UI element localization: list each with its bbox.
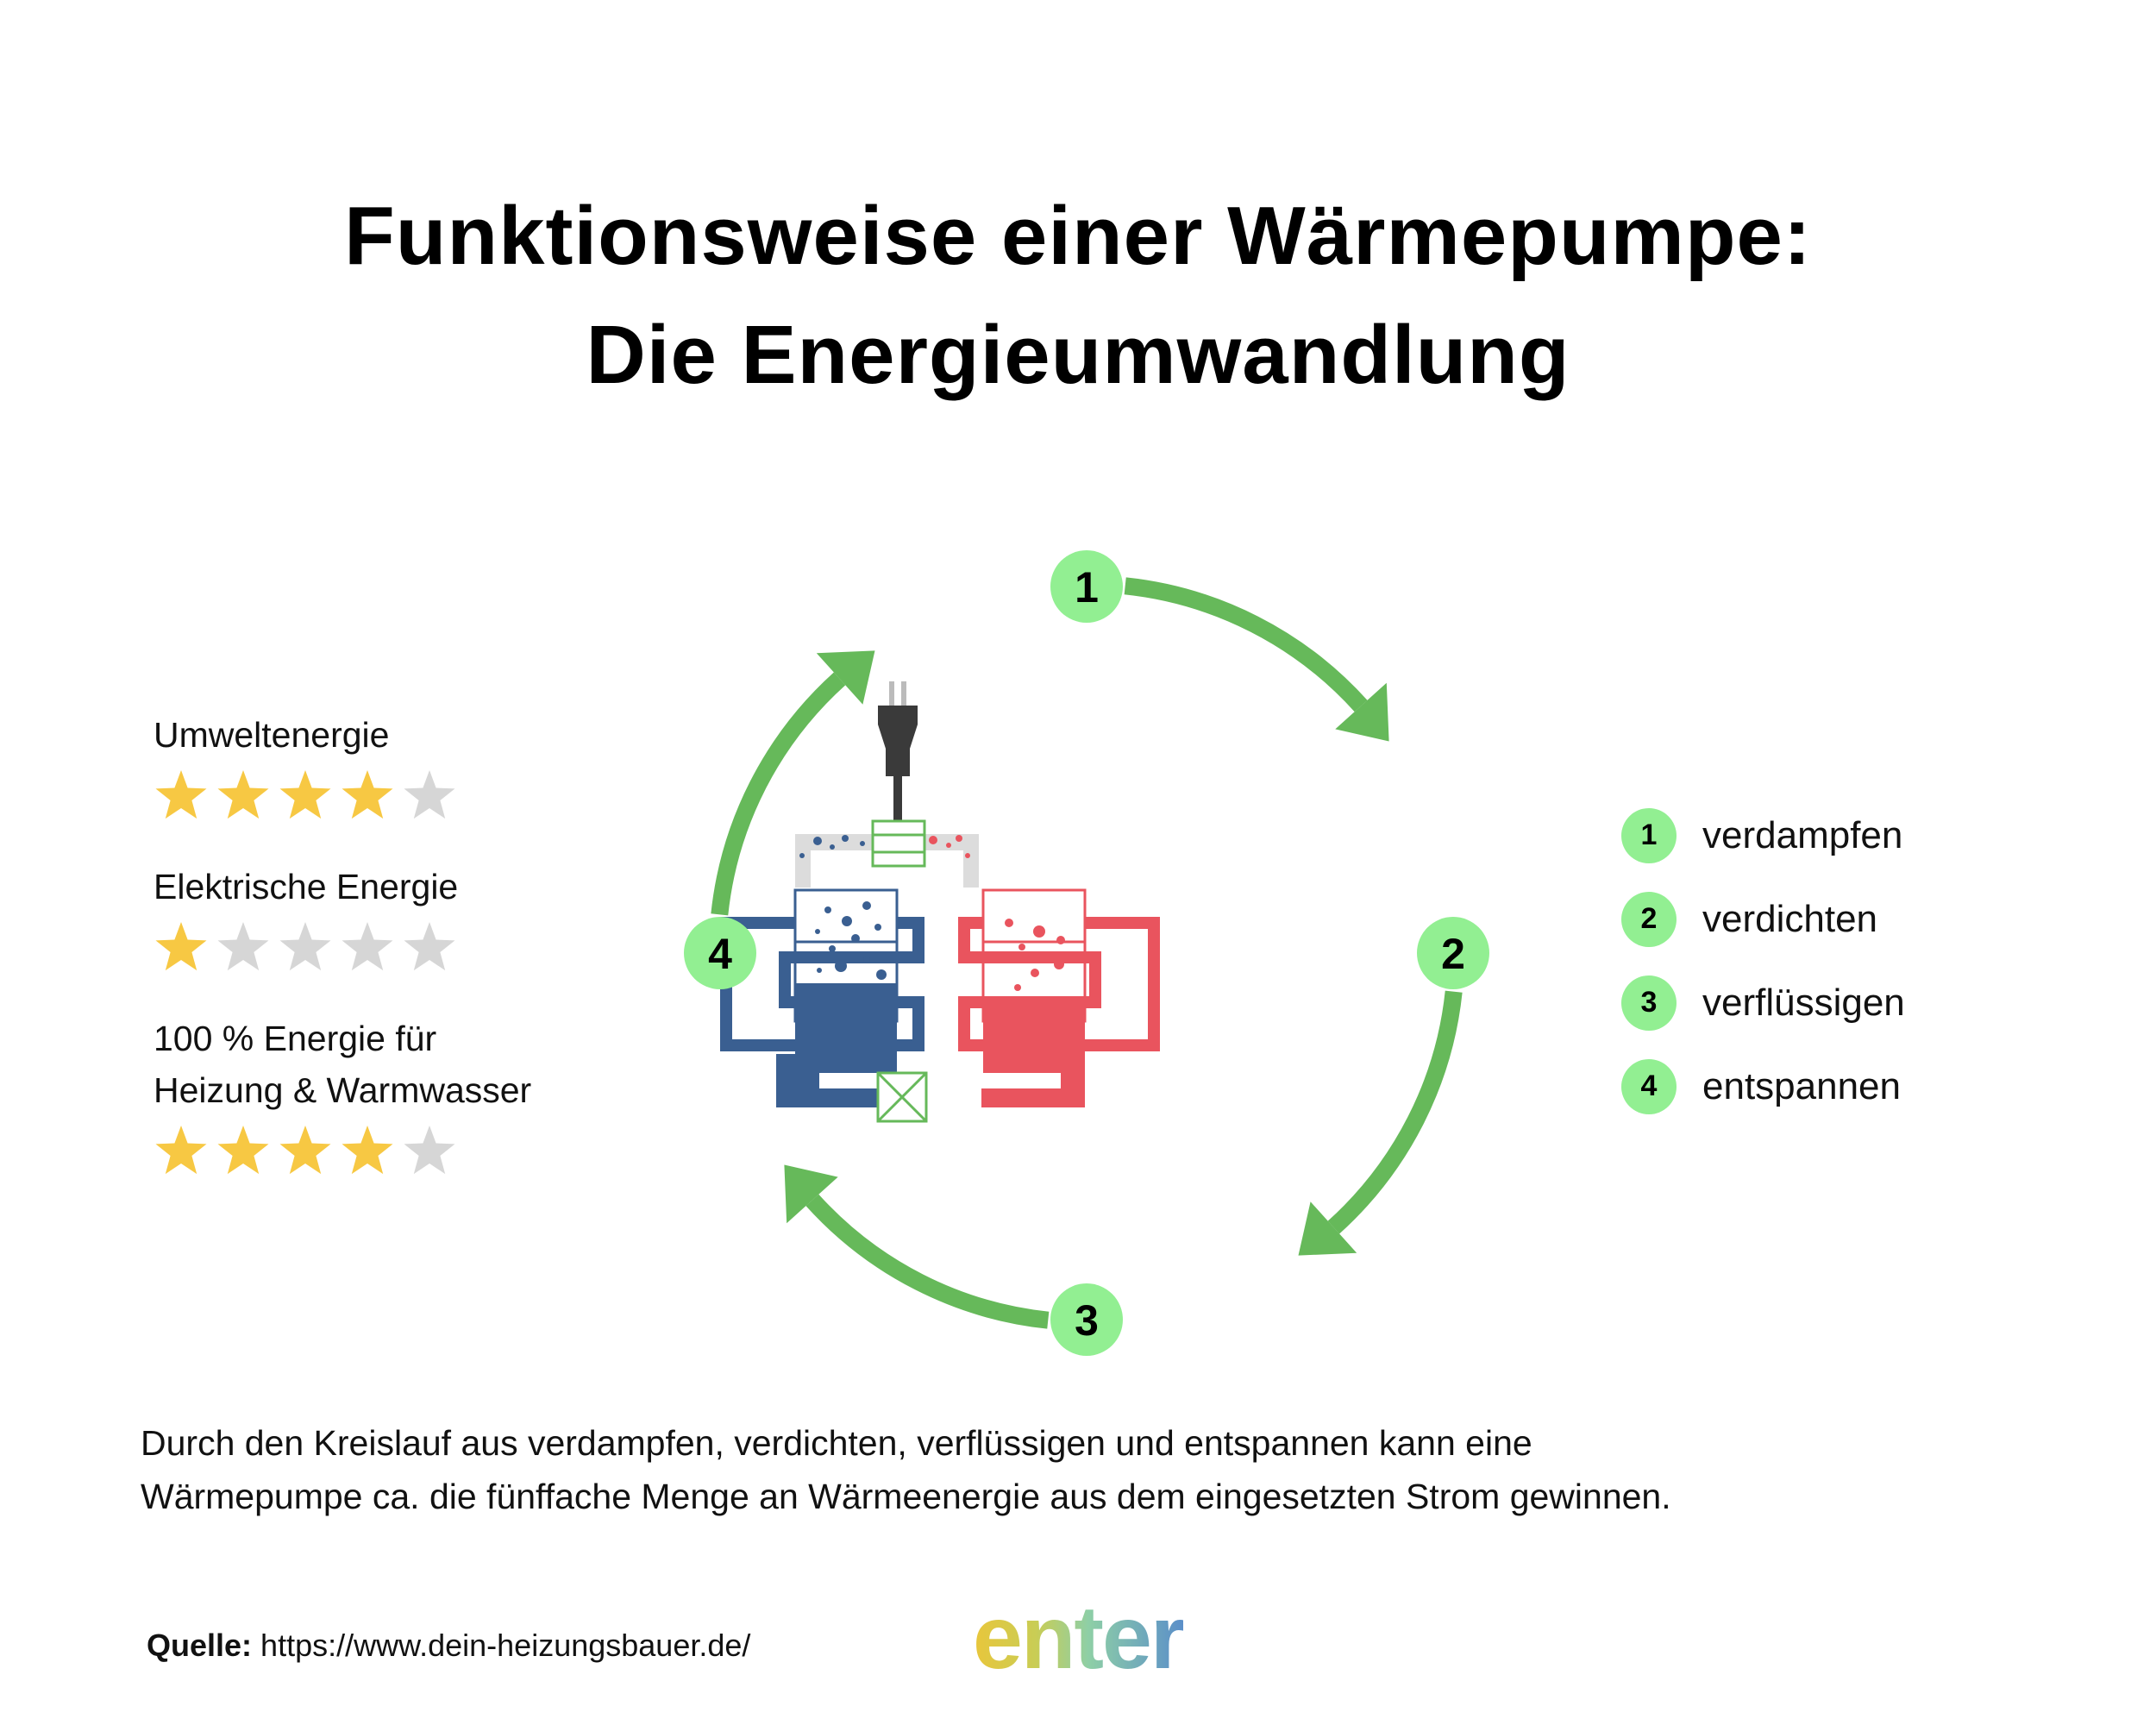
legend-badge: 3 (1621, 975, 1677, 1031)
step-badge-1-number: 1 (1075, 563, 1099, 612)
rating-label-line-2: Heizung & Warmwasser (154, 1070, 532, 1110)
condenser-icon (958, 888, 1160, 1107)
summary-line-1: Durch den Kreislauf aus verdampfen, verd… (141, 1423, 1532, 1463)
star-filled-icon (342, 1126, 393, 1175)
power-plug-icon (878, 681, 918, 825)
legend-item-verfluessigen: 3 verflüssigen (1621, 961, 1905, 1044)
legend-badge: 4 (1621, 1058, 1677, 1114)
cycle-arrowhead (1335, 682, 1389, 742)
step-badge-2: 2 (1417, 917, 1489, 989)
compressor-icon (871, 819, 926, 868)
star-empty-icon (404, 1126, 455, 1175)
star-rating (154, 1123, 531, 1178)
expansion-valve-icon (876, 1071, 928, 1123)
cycle-arrowhead (784, 1164, 838, 1224)
source-key: Quelle: (147, 1628, 253, 1663)
cycle-arc-1-to-2 (1124, 577, 1368, 712)
star-rating (154, 919, 458, 975)
cycle-arc-2-to-3 (1327, 990, 1463, 1234)
rating-elektrische-energie: Elektrische Energie (154, 861, 458, 975)
star-empty-icon (342, 922, 393, 971)
step-badge-3-number: 3 (1075, 1296, 1099, 1345)
title-line-2: Die Energieumwandlung (586, 309, 1570, 401)
summary-text: Durch den Kreislauf aus verdampfen, verd… (141, 1416, 2038, 1523)
legend-item-verdampfen: 1 verdampfen (1621, 794, 1905, 877)
star-filled-icon (342, 770, 393, 819)
step-badge-2-number: 2 (1441, 930, 1465, 978)
cycle-arrowhead (816, 650, 875, 705)
heat-pump-cycle-diagram: 1 2 3 4 (684, 550, 1489, 1356)
legend-item-verdichten: 2 verdichten (1621, 877, 1905, 961)
vapour-particles-hot (929, 835, 970, 858)
cycle-arc-3-to-4 (805, 1194, 1050, 1329)
cycle-arrows (711, 577, 1463, 1329)
star-empty-icon (404, 922, 455, 971)
star-rating (154, 768, 457, 823)
source-citation: Quelle: https://www.dein-heizungsbauer.d… (147, 1628, 750, 1664)
step-badge-4-number: 4 (708, 930, 732, 978)
legend-label: verflüssigen (1702, 981, 1905, 1024)
cycle-arrowhead (1298, 1201, 1357, 1256)
star-filled-icon (279, 770, 331, 819)
rating-gesamtenergie: 100 % Energie für Heizung & Warmwasser (154, 1013, 531, 1178)
rating-label: Umweltenergie (154, 715, 390, 755)
star-filled-icon (155, 1126, 207, 1175)
vapour-particles-cold (799, 835, 865, 858)
source-url: https://www.dein-heizungsbauer.de/ (260, 1628, 751, 1663)
star-empty-icon (404, 770, 455, 819)
cycle-arc-4-to-1 (711, 672, 846, 916)
legend-item-entspannen: 4 entspannen (1621, 1044, 1905, 1128)
step-legend: 1 verdampfen 2 verdichten 3 verflüssigen… (1621, 794, 1905, 1128)
brand-logo: enter (973, 1588, 1185, 1688)
step-badge-4: 4 (684, 917, 756, 989)
star-empty-icon (217, 922, 269, 971)
legend-label: entspannen (1702, 1064, 1901, 1107)
legend-badge: 1 (1621, 807, 1677, 863)
star-filled-icon (155, 922, 207, 971)
rating-label-line-1: 100 % Energie für (154, 1019, 437, 1058)
step-badge-1: 1 (1050, 550, 1123, 623)
star-filled-icon (217, 1126, 269, 1175)
star-filled-icon (155, 770, 207, 819)
star-filled-icon (279, 1126, 331, 1175)
legend-label: verdampfen (1702, 813, 1903, 856)
page-title: Funktionsweise einer Wärmepumpe: Die Ene… (0, 177, 2156, 415)
step-badge-3: 3 (1050, 1283, 1123, 1356)
legend-badge: 2 (1621, 891, 1677, 947)
star-empty-icon (279, 922, 331, 971)
rating-umweltenergie: Umweltenergie (154, 709, 457, 823)
title-line-1: Funktionsweise einer Wärmepumpe: (344, 190, 1812, 282)
rating-label: Elektrische Energie (154, 867, 459, 906)
summary-line-2: Wärmepumpe ca. die fünffache Menge an Wä… (141, 1477, 1671, 1516)
star-filled-icon (217, 770, 269, 819)
legend-label: verdichten (1702, 897, 1878, 940)
